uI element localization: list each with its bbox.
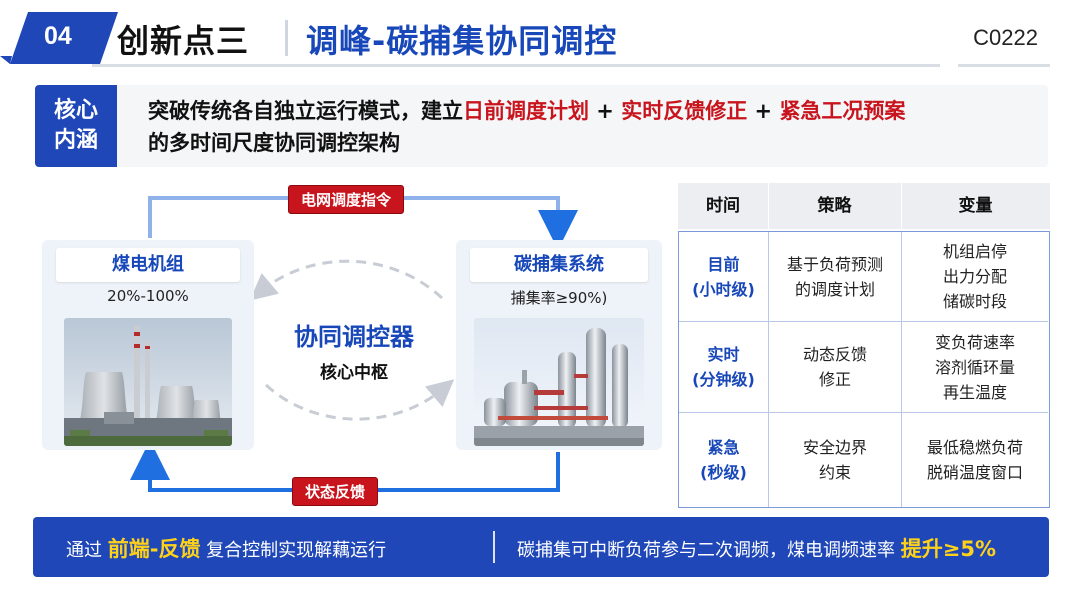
title-divider bbox=[285, 20, 288, 56]
row-strategy: 安全边界约束 bbox=[769, 413, 901, 506]
row-variables: 变负荷速率溶剂循环量再生温度 bbox=[902, 322, 1048, 412]
variable-item: 最低稳燃负荷 bbox=[926, 437, 1023, 457]
summary-left-post: 复合控制实现解藕运行 bbox=[200, 540, 387, 561]
core-concept-box: 核心 内涵 突破传统各自独立运行模式，建立日前调度计划 + 实时反馈修正 + 紧… bbox=[35, 85, 1048, 167]
table-row: 紧急 (秒级) 安全边界约束 最低稳燃负荷脱硝温度窗口 bbox=[679, 413, 1048, 506]
row-time: 目前 (小时级) bbox=[679, 232, 768, 321]
controller-title: 协同调控器 bbox=[294, 323, 414, 351]
summary-right-pre: 碳捕集可中断负荷参与二次调频，煤电调频速率 bbox=[517, 540, 901, 561]
time-scale: (小时级) bbox=[692, 279, 755, 299]
page-code: C0222 bbox=[973, 25, 1038, 50]
grid-dispatch-tag: 电网调度指令 bbox=[288, 185, 405, 214]
variable-item: 机组启停 bbox=[942, 242, 1007, 261]
time-label: 实时 bbox=[707, 345, 740, 364]
variable-item: 再生温度 bbox=[942, 382, 1007, 402]
summary-right: 碳捕集可中断负荷参与二次调频，煤电调频速率 提升≥5% bbox=[517, 533, 996, 563]
core-label-line1: 核心 bbox=[53, 98, 98, 123]
status-feedback-tag: 状态反馈 bbox=[292, 477, 379, 506]
carbon-capture-image bbox=[474, 318, 644, 446]
core-text-part2: 的多时间尺度协同调控架构 bbox=[148, 131, 400, 155]
header-time: 时间 bbox=[706, 196, 740, 216]
strategy-line: 约束 bbox=[818, 462, 851, 482]
header-underline-right bbox=[958, 64, 1050, 67]
power-plant-image bbox=[64, 318, 232, 446]
variable-item: 储碳时段 bbox=[942, 292, 1007, 311]
header-strategy: 策略 bbox=[817, 196, 852, 216]
strategy-line: 动态反馈 bbox=[802, 345, 867, 364]
strategy-line: 安全边界 bbox=[802, 437, 867, 457]
row-variables: 机组启停出力分配储碳时段 bbox=[902, 232, 1048, 321]
time-label: 目前 bbox=[707, 254, 740, 274]
core-highlight-emergency: 紧急工况预案 bbox=[779, 99, 906, 123]
section-number-badge: 04 bbox=[0, 12, 118, 64]
summary-right-highlight: 提升≥5% bbox=[900, 537, 996, 561]
header-divider bbox=[901, 183, 902, 229]
coal-unit-range: 20%-100% bbox=[107, 287, 189, 305]
summary-left-pre: 通过 bbox=[66, 540, 108, 561]
variable-item: 溶剂循环量 bbox=[934, 357, 1015, 377]
core-label-line2: 内涵 bbox=[53, 128, 98, 153]
strategy-table: 时间 策略 变量 目前 (小时级) 基于负荷预测的调度计划 机组启停出力分配储碳时… bbox=[678, 183, 1050, 508]
core-plus-2: + bbox=[747, 99, 780, 123]
summary-left: 通过 前端-反馈 复合控制实现解藕运行 bbox=[66, 533, 386, 563]
core-highlight-realtime: 实时反馈修正 bbox=[621, 99, 748, 123]
variable-item: 脱硝温度窗口 bbox=[926, 462, 1023, 482]
coordination-diagram: 电网调度指令 状态反馈 煤电机组 20%-100% bbox=[30, 180, 670, 506]
core-text-part1: 突破传统各自独立运行模式，建立 bbox=[148, 99, 463, 123]
core-text: 突破传统各自独立运行模式，建立日前调度计划 + 实时反馈修正 + 紧急工况预案 … bbox=[148, 95, 1038, 159]
page-title: 创新点三 bbox=[117, 22, 250, 60]
section-number: 04 bbox=[44, 22, 72, 50]
core-plus-1: + bbox=[589, 99, 622, 123]
header-divider bbox=[768, 183, 769, 229]
header-underline bbox=[92, 64, 940, 67]
time-scale: (秒级) bbox=[700, 462, 747, 482]
coal-unit-card: 煤电机组 20%-100% bbox=[42, 240, 254, 450]
row-time: 紧急 (秒级) bbox=[679, 413, 768, 506]
strategy-line: 修正 bbox=[818, 370, 851, 389]
table-header: 时间 策略 变量 bbox=[678, 183, 1050, 229]
carbon-capture-card: 碳捕集系统 捕集率≥90%) bbox=[456, 240, 662, 450]
column-divider bbox=[901, 232, 902, 507]
row-time: 实时 (分钟级) bbox=[679, 322, 768, 412]
row-strategy: 动态反馈修正 bbox=[769, 322, 901, 412]
strategy-line: 的调度计划 bbox=[794, 279, 875, 299]
row-divider bbox=[679, 321, 1048, 322]
time-label: 紧急 bbox=[707, 437, 740, 457]
row-variables: 最低稳燃负荷脱硝温度窗口 bbox=[902, 413, 1048, 506]
carbon-capture-title: 碳捕集系统 bbox=[470, 248, 648, 282]
variable-item: 变负荷速率 bbox=[934, 332, 1015, 352]
table-body: 目前 (小时级) 基于负荷预测的调度计划 机组启停出力分配储碳时段 实时 (分钟级)… bbox=[678, 231, 1050, 508]
strategy-line: 基于负荷预测 bbox=[786, 254, 883, 274]
page-subtitle: 调峰-碳捕集协同调控 bbox=[306, 22, 618, 60]
summary-left-highlight: 前端-反馈 bbox=[107, 537, 201, 561]
column-divider bbox=[768, 232, 769, 507]
core-highlight-day-ahead: 日前调度计划 bbox=[463, 99, 589, 123]
row-strategy: 基于负荷预测的调度计划 bbox=[769, 232, 901, 321]
header-variable: 变量 bbox=[958, 196, 993, 216]
table-row: 目前 (小时级) 基于负荷预测的调度计划 机组启停出力分配储碳时段 bbox=[679, 232, 1048, 321]
core-label: 核心 内涵 bbox=[35, 85, 117, 167]
summary-divider bbox=[493, 531, 495, 563]
time-scale: (分钟级) bbox=[692, 370, 755, 389]
row-divider bbox=[679, 412, 1048, 413]
controller-subtitle: 核心中枢 bbox=[320, 363, 388, 383]
variable-item: 出力分配 bbox=[942, 267, 1007, 286]
table-row: 实时 (分钟级) 动态反馈修正 变负荷速率溶剂循环量再生温度 bbox=[679, 322, 1048, 412]
summary-bar: 通过 前端-反馈 复合控制实现解藕运行 碳捕集可中断负荷参与二次调频，煤电调频速… bbox=[33, 517, 1049, 577]
capture-rate: 捕集率≥90%) bbox=[510, 289, 608, 307]
coal-unit-title: 煤电机组 bbox=[56, 248, 240, 282]
